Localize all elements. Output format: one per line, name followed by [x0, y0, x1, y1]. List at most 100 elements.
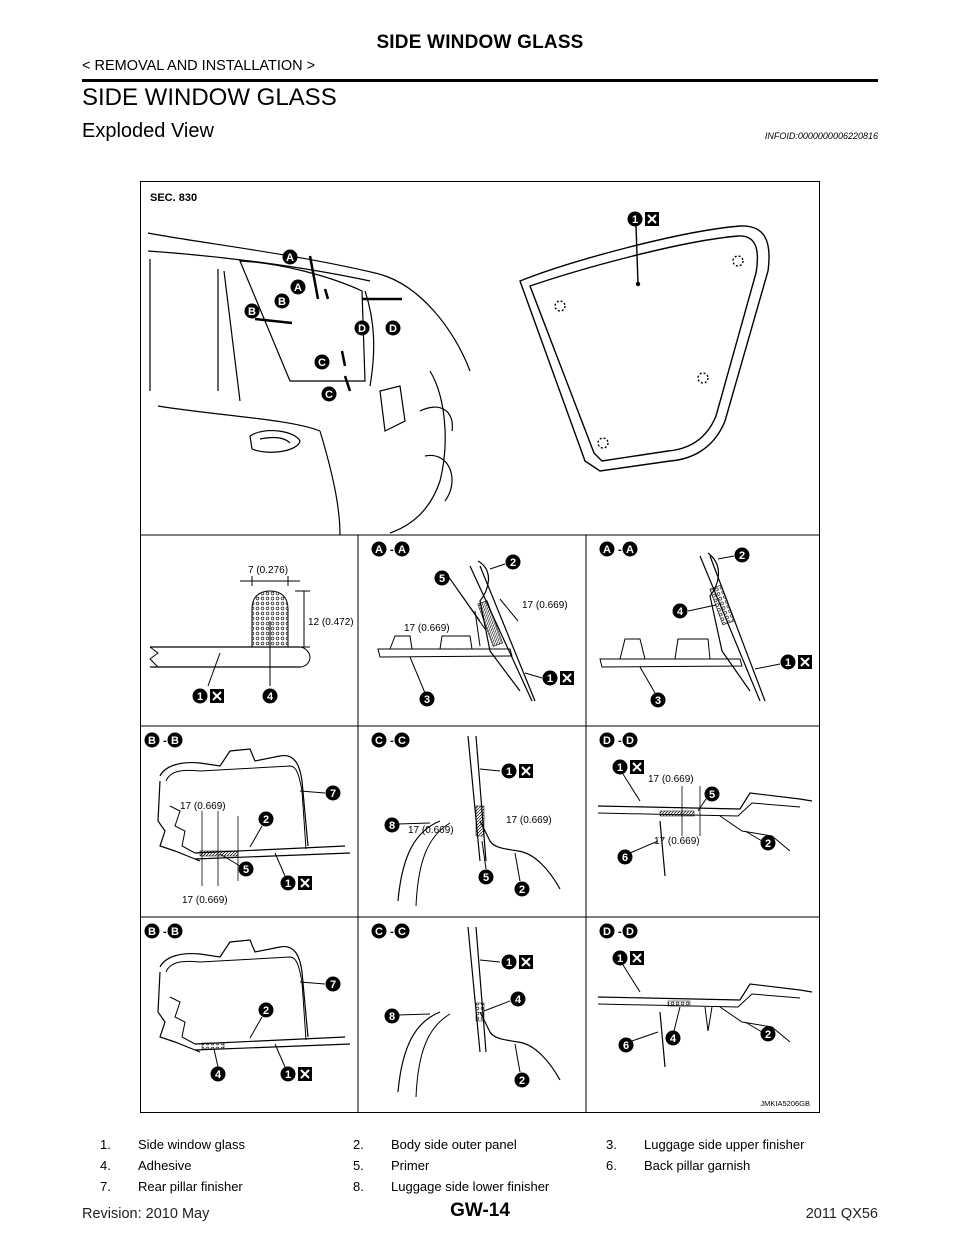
header-title: SIDE WINDOW GLASS: [376, 32, 584, 53]
exploded-view-drawing: SEC. 830 A: [140, 181, 820, 1113]
svg-text:1: 1: [506, 766, 512, 778]
svg-text:2: 2: [510, 557, 516, 569]
svg-text:A: A: [626, 544, 634, 556]
svg-text:17 (0.669): 17 (0.669): [648, 774, 694, 785]
svg-text:1: 1: [506, 957, 512, 969]
info-id: INFOID:0000000006220816: [764, 131, 878, 141]
svg-text:3: 3: [424, 694, 430, 706]
adhesive-bead-detail: 7 (0.276) 12 (0.472) 1 4: [149, 565, 354, 704]
svg-text:1: 1: [617, 762, 623, 774]
svg-text:1: 1: [285, 878, 291, 890]
parts-legend: 1.Side window glass 2.Body side outer pa…: [100, 1134, 860, 1197]
svg-text:1: 1: [617, 953, 623, 965]
legend-item: 8.Luggage side lower finisher: [353, 1179, 550, 1194]
svg-text:D: D: [358, 323, 366, 335]
section-a-a-primer: A - A 5 2 17 (0.669) 17 (0.669) 1 3: [371, 541, 574, 707]
svg-text:7 (0.276): 7 (0.276): [248, 565, 288, 576]
svg-text:-: -: [163, 926, 167, 938]
svg-text:A: A: [375, 544, 383, 556]
section-b-b-primer: B - B 17 (0.669) 17 (0.669) 7 2 5 1: [144, 732, 351, 906]
legend-row: 4.Adhesive 5.Primer 6.Back pillar garnis…: [100, 1155, 860, 1176]
svg-text:17 (0.669): 17 (0.669): [180, 801, 226, 812]
legend-item: 4.Adhesive: [100, 1158, 192, 1173]
svg-text:17 (0.669): 17 (0.669): [404, 623, 450, 634]
svg-text:17 (0.669): 17 (0.669): [182, 895, 228, 906]
legend-row: 7.Rear pillar finisher 8.Luggage side lo…: [100, 1176, 860, 1197]
svg-text:A: A: [286, 252, 294, 264]
legend-item: 5.Primer: [353, 1158, 430, 1173]
svg-text:D: D: [389, 323, 397, 335]
svg-text:4: 4: [215, 1069, 222, 1081]
side-window-glass-illustration: [519, 224, 770, 472]
breadcrumb: < REMOVAL AND INSTALLATION >: [82, 58, 316, 74]
svg-text:17 (0.669): 17 (0.669): [408, 825, 454, 836]
svg-text:B: B: [278, 296, 286, 308]
legend-row: 1.Side window glass 2.Body side outer pa…: [100, 1134, 860, 1155]
section-c-c-primer: C - C 1 17 (0.669) 17 (0.669) 8 5 2: [371, 732, 561, 907]
svg-text:2: 2: [519, 1075, 525, 1087]
svg-text:4: 4: [515, 994, 522, 1006]
svg-text:B: B: [148, 926, 156, 938]
svg-text:4: 4: [267, 691, 274, 703]
svg-text:B: B: [171, 926, 179, 938]
subsection-title: Exploded View: [82, 120, 214, 142]
svg-text:17 (0.669): 17 (0.669): [654, 836, 700, 847]
svg-text:4: 4: [677, 606, 684, 618]
legend-item: 6.Back pillar garnish: [606, 1158, 751, 1173]
svg-text:D: D: [603, 735, 611, 747]
svg-text:1: 1: [197, 691, 203, 703]
svg-text:6: 6: [622, 852, 628, 864]
svg-text:C: C: [318, 357, 326, 369]
svg-text:5: 5: [439, 573, 445, 585]
svg-text:-: -: [163, 735, 167, 747]
svg-text:B: B: [248, 306, 256, 318]
svg-text:1: 1: [285, 1069, 291, 1081]
svg-text:5: 5: [709, 789, 715, 801]
svg-text:8: 8: [389, 1011, 395, 1023]
svg-text:1: 1: [632, 214, 638, 226]
svg-text:5: 5: [243, 864, 249, 876]
svg-text:-: -: [618, 544, 622, 556]
svg-text:B: B: [171, 735, 179, 747]
svg-text:4: 4: [670, 1033, 677, 1045]
svg-text:2: 2: [519, 884, 525, 896]
svg-text:B: B: [148, 735, 156, 747]
svg-text:17 (0.669): 17 (0.669): [506, 815, 552, 826]
legend-item: 1.Side window glass: [100, 1137, 245, 1152]
svg-text:5: 5: [483, 872, 489, 884]
svg-text:2: 2: [263, 814, 269, 826]
svg-text:C: C: [325, 389, 333, 401]
svg-text:7: 7: [330, 979, 336, 991]
footer-revision: Revision: 2010 May: [82, 1206, 210, 1222]
svg-text:A: A: [398, 544, 406, 556]
svg-text:D: D: [603, 926, 611, 938]
svg-text:C: C: [375, 735, 383, 747]
svg-text:2: 2: [765, 838, 771, 850]
svg-text:C: C: [375, 926, 383, 938]
section-d-d-adhesive: D - D 1 4 6 2: [597, 923, 813, 1068]
footer-page-number: GW-14: [450, 1200, 510, 1221]
svg-text:-: -: [390, 544, 394, 556]
section-b-b-adhesive: B - B 7 2 4 1: [144, 923, 351, 1082]
svg-text:2: 2: [765, 1029, 771, 1041]
svg-text:D: D: [626, 735, 634, 747]
svg-text:C: C: [398, 735, 406, 747]
svg-text:A: A: [603, 544, 611, 556]
svg-text:7: 7: [330, 788, 336, 800]
svg-text:2: 2: [263, 1005, 269, 1017]
vehicle-side-illustration: [147, 232, 471, 536]
svg-text:D: D: [626, 926, 634, 938]
legend-item: 7.Rear pillar finisher: [100, 1179, 243, 1194]
header-rule: [82, 79, 878, 82]
section-d-d-primer: D - D 1 17 (0.669) 17 (0.669) 5 6 2: [597, 732, 813, 877]
legend-item: 3.Luggage side upper finisher: [606, 1137, 805, 1152]
svg-text:-: -: [618, 926, 622, 938]
image-code: JMKIA5206GB: [760, 1099, 810, 1108]
section-c-c-adhesive: C - C 1 4 8 2: [371, 923, 561, 1098]
sec-label: SEC. 830: [150, 192, 197, 204]
legend-item: 2.Body side outer panel: [353, 1137, 517, 1152]
svg-text:2: 2: [739, 550, 745, 562]
svg-text:8: 8: [389, 820, 395, 832]
vehicle-callouts: A A B B D D C C: [244, 249, 401, 402]
svg-text:-: -: [390, 735, 394, 747]
